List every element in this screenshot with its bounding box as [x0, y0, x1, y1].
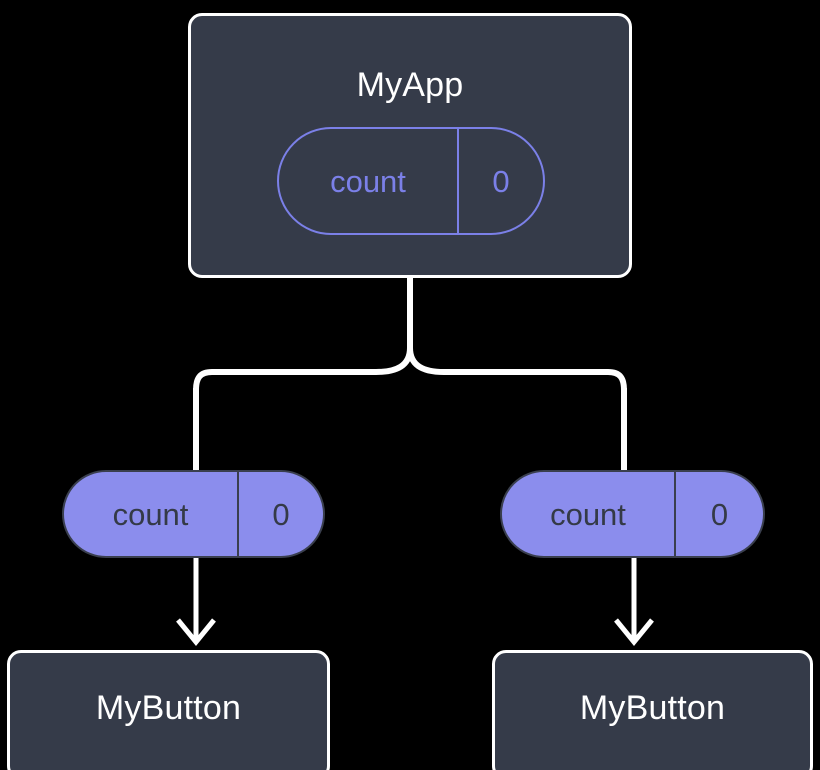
prop-pill-right-key: count: [550, 496, 626, 532]
prop-arrow-right-head: [614, 618, 654, 646]
state-pill-myapp-value: 0: [457, 129, 543, 233]
component-label-myapp: MyApp: [356, 66, 464, 104]
state-pill-myapp[interactable]: count 0: [277, 127, 545, 235]
prop-pill-right[interactable]: count 0: [500, 470, 765, 558]
component-label-mybutton-right: MyButton: [579, 689, 726, 727]
prop-pill-left-value: 0: [237, 472, 323, 556]
fork-right-branch: [407, 345, 627, 393]
fork-left-branch: [193, 345, 413, 393]
prop-pill-right-value: 0: [674, 472, 763, 556]
prop-arrow-left-head: [176, 618, 216, 646]
prop-pill-left-key: count: [112, 496, 189, 532]
component-label-mybutton-left: MyButton: [95, 689, 242, 727]
component-node-mybutton-right[interactable]: MyButton: [492, 650, 813, 770]
component-node-mybutton-left[interactable]: MyButton: [7, 650, 330, 770]
state-pill-myapp-key: count: [330, 163, 406, 199]
prop-pill-left[interactable]: count 0: [62, 470, 325, 558]
